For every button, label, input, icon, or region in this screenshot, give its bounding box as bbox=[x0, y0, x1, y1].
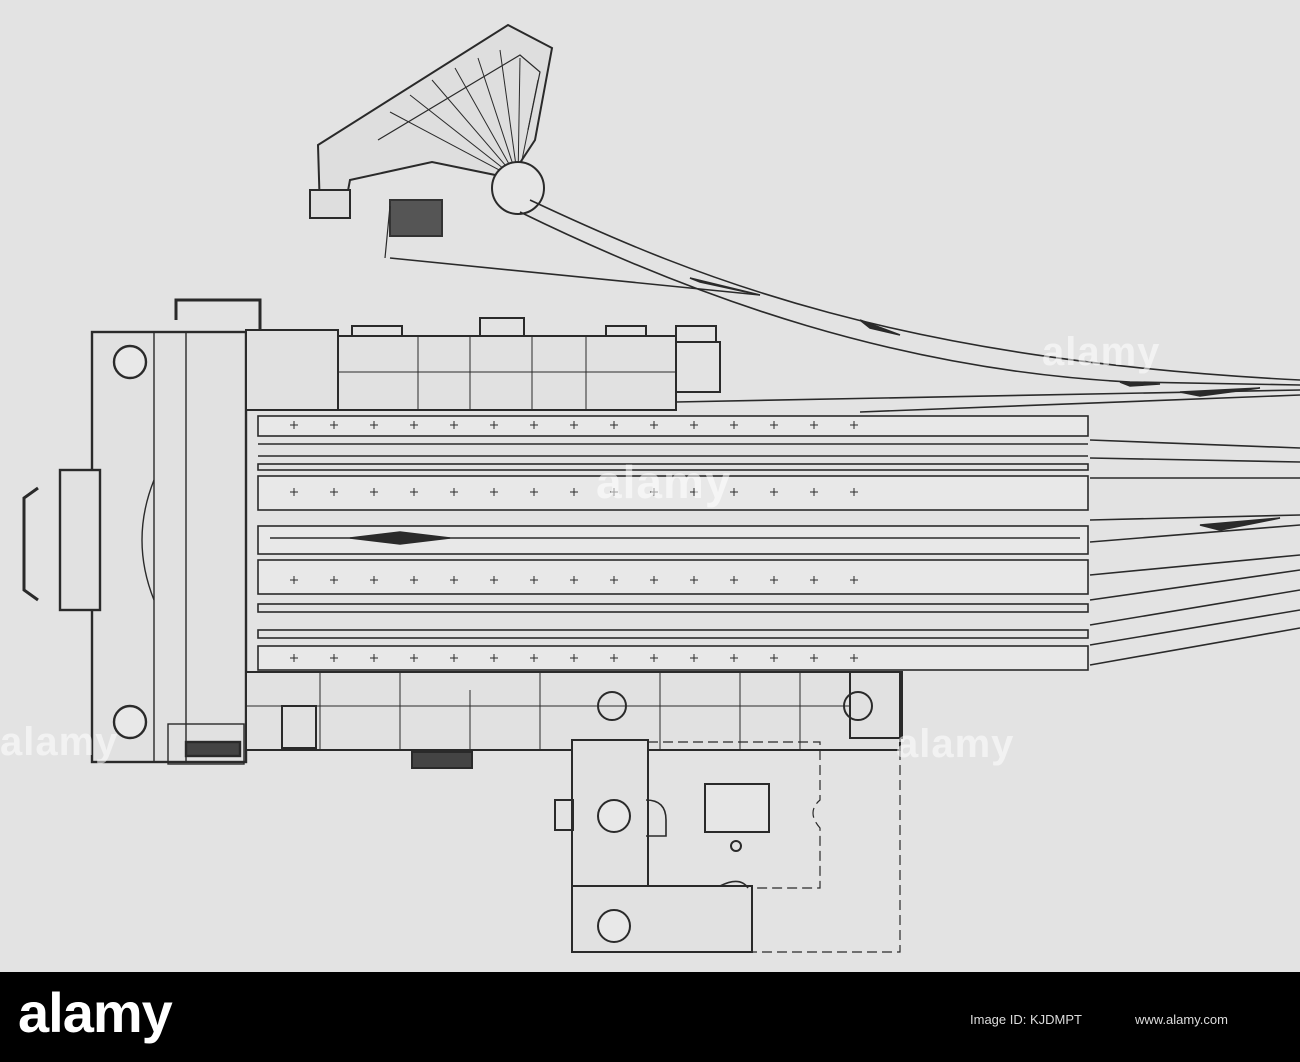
switch-frog bbox=[689, 277, 761, 296]
annex-apse-2 bbox=[719, 880, 749, 889]
corner-tower-nw bbox=[112, 344, 148, 380]
south-steps bbox=[411, 751, 473, 769]
siding-wall bbox=[384, 205, 391, 259]
track-6 bbox=[1089, 554, 1300, 576]
south-wing-partitions bbox=[246, 672, 850, 750]
north-wing-partitions bbox=[338, 336, 676, 410]
head-building-outline bbox=[90, 330, 248, 764]
roundhouse-track-b bbox=[519, 211, 1300, 386]
switch-frog bbox=[859, 319, 901, 336]
approach-tracks bbox=[389, 199, 1300, 666]
north-wing-west-block bbox=[245, 329, 339, 411]
upper-track-2 bbox=[859, 394, 1300, 413]
roundhouse-track-a bbox=[529, 199, 1300, 381]
south-wing bbox=[245, 671, 903, 769]
track-5 bbox=[1089, 524, 1300, 543]
locomotive-roundhouse bbox=[309, 23, 554, 259]
brand-logo[interactable]: alamy bbox=[18, 981, 173, 1044]
entrance-porch bbox=[58, 468, 102, 612]
well bbox=[730, 840, 742, 852]
image-id-label: Image ID: KJDMPT bbox=[970, 1012, 1082, 1027]
track-4 bbox=[1089, 514, 1300, 521]
south-wing-east-block bbox=[849, 671, 903, 739]
roundhouse-annex bbox=[309, 189, 351, 219]
north-wing-bay bbox=[351, 325, 403, 337]
north-porch bbox=[174, 298, 262, 330]
switch-frog bbox=[1179, 387, 1261, 397]
yard-boundary bbox=[752, 750, 901, 953]
annex-tower bbox=[597, 909, 631, 943]
switch-frog bbox=[1119, 381, 1161, 387]
annex-entrance bbox=[554, 799, 574, 831]
concourse-corridor bbox=[153, 331, 187, 763]
north-wing-bay bbox=[605, 325, 647, 337]
siding-track bbox=[389, 257, 761, 296]
annex-apse bbox=[645, 799, 667, 837]
annex-tower bbox=[597, 799, 631, 833]
track-2 bbox=[1089, 457, 1300, 463]
turntable-circle bbox=[491, 161, 545, 215]
south-wing-main bbox=[245, 671, 901, 751]
head-building bbox=[22, 298, 262, 765]
south-stair bbox=[167, 723, 245, 765]
platform-6 bbox=[257, 603, 1089, 613]
corner-tower-sw bbox=[112, 704, 148, 740]
track-10 bbox=[1089, 627, 1300, 666]
north-wing-bay bbox=[675, 325, 717, 343]
track-1 bbox=[1089, 439, 1300, 449]
platform-8 bbox=[257, 645, 1089, 671]
yard-boundary bbox=[648, 741, 821, 889]
train-shed bbox=[245, 415, 1089, 671]
track-7 bbox=[1089, 569, 1300, 601]
north-wing-main bbox=[337, 335, 677, 411]
track-8 bbox=[1089, 589, 1300, 626]
main-hall-arc bbox=[141, 479, 155, 601]
entrance-steps bbox=[22, 486, 39, 602]
stock-banner: alamy Image ID: KJDMPT www.alamy.com bbox=[0, 972, 1300, 1062]
detached-building bbox=[704, 783, 770, 833]
platform-3 bbox=[257, 475, 1089, 511]
floor-plan-drawing bbox=[0, 0, 1300, 972]
track-9 bbox=[1089, 609, 1300, 646]
annex-building bbox=[554, 739, 901, 953]
platform-5 bbox=[257, 559, 1089, 595]
south-steps bbox=[184, 740, 242, 758]
switch-frog bbox=[1199, 517, 1281, 531]
site-url[interactable]: www.alamy.com bbox=[1135, 1012, 1228, 1027]
north-wing bbox=[245, 317, 721, 411]
platform-7 bbox=[257, 629, 1089, 639]
coal-stage bbox=[389, 199, 443, 237]
north-wing-bay bbox=[479, 317, 525, 337]
roof-columns bbox=[290, 421, 858, 662]
platform-1 bbox=[257, 415, 1089, 437]
platform-2 bbox=[257, 463, 1089, 471]
